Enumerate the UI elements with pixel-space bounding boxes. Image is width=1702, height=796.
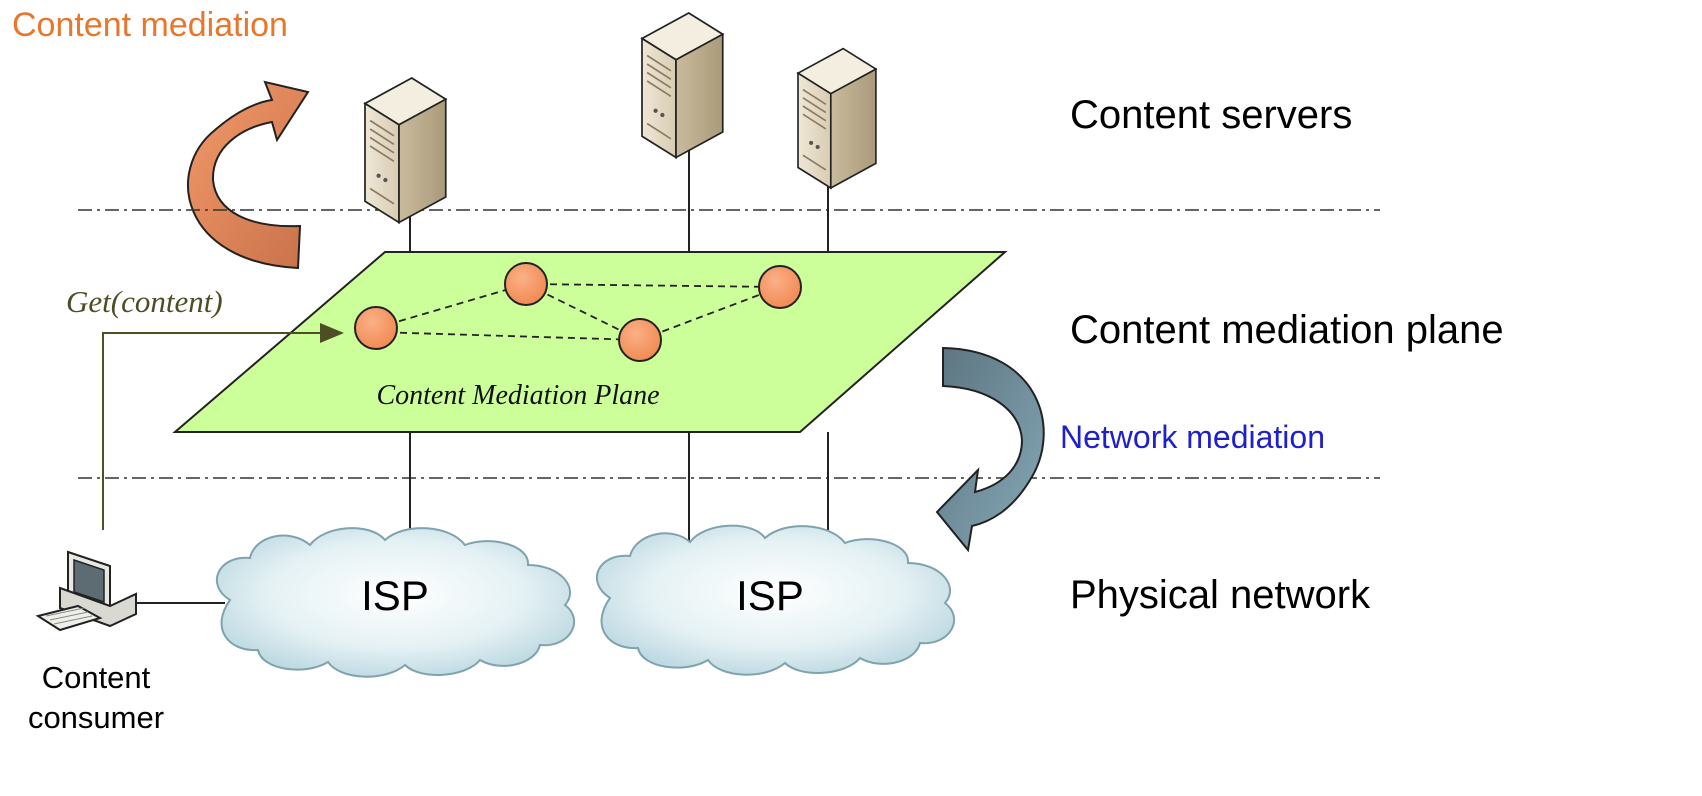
content-mediation-label: Content mediation (12, 6, 288, 44)
network-mediation-label: Network mediation (1060, 419, 1325, 455)
consumer-label-line1: Content (42, 660, 151, 695)
curved-arrow-icon (935, 346, 1045, 553)
get-content-arrow (102, 323, 344, 530)
curved-arrow-icon (187, 80, 310, 270)
server-icon (797, 47, 877, 189)
plane-caption: Content Mediation Plane (376, 380, 659, 411)
mediation-node (354, 306, 398, 350)
isp-label: ISP (736, 572, 804, 619)
get-content-label: Get(content) (66, 284, 223, 319)
physical-network-label: Physical network (1070, 573, 1371, 617)
mediation-node (758, 265, 802, 309)
server-icon (364, 77, 447, 224)
content-mediation-plane-label: Content mediation plane (1070, 308, 1504, 352)
isp-label: ISP (361, 572, 429, 619)
mediation-node (504, 262, 548, 306)
content-servers-label: Content servers (1070, 93, 1352, 137)
mediation-node (618, 318, 662, 362)
server-icon (641, 12, 724, 159)
consumer-label-line2: consumer (28, 700, 164, 735)
computer-icon (35, 550, 137, 632)
node-links (375, 283, 781, 341)
cloud-icon (596, 524, 956, 676)
cloud-icon (216, 527, 576, 678)
